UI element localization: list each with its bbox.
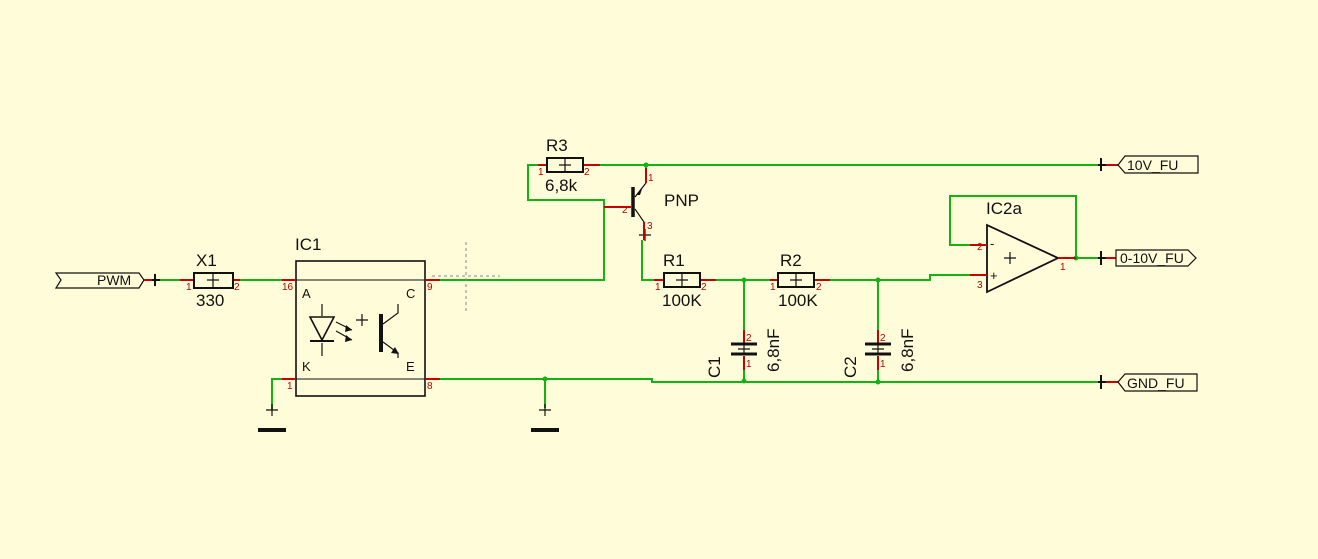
q1-pin3: 3 bbox=[647, 221, 653, 232]
opamp-ic2a[interactable]: IC2a 2 3 1 - + bbox=[970, 199, 1076, 294]
r3-pin2: 2 bbox=[584, 167, 590, 178]
q1-type: PNP bbox=[664, 191, 699, 210]
c2-pin2: 2 bbox=[880, 333, 886, 344]
r3-pin1: 1 bbox=[538, 167, 544, 178]
c2-value: 6,8nF bbox=[898, 329, 917, 372]
ic1-pin-k: 1 bbox=[287, 381, 293, 392]
x1-pin2: 2 bbox=[234, 282, 240, 293]
ic1-pin-a: 16 bbox=[282, 282, 294, 293]
port-gnd-fu[interactable]: GND_FU bbox=[1098, 373, 1198, 392]
c2-pin1: 1 bbox=[880, 359, 886, 370]
c2-ref: C2 bbox=[841, 356, 860, 378]
r1-value: 100K bbox=[662, 291, 702, 310]
q1-pin1: 1 bbox=[648, 173, 654, 184]
ic1-pin-c: 9 bbox=[427, 282, 433, 293]
ic2a-ref: IC2a bbox=[986, 199, 1022, 218]
pwm-label: PWM bbox=[97, 272, 131, 288]
r2-ref: R2 bbox=[780, 251, 802, 270]
pwm-input-port[interactable]: PWM bbox=[54, 272, 160, 289]
r3-value: 6,8k bbox=[545, 176, 578, 195]
x1-ref: X1 bbox=[196, 251, 217, 270]
resistor-r1[interactable]: R1 1 2 100K bbox=[654, 251, 716, 310]
capacitor-c2[interactable]: 2 1 C2 6,8nF bbox=[841, 329, 917, 378]
q1-pin2: 2 bbox=[622, 205, 628, 216]
ic1-ref: IC1 bbox=[295, 235, 321, 254]
resistor-x1[interactable]: X1 1 2 330 bbox=[180, 251, 240, 310]
ic2a-inv-sign: - bbox=[990, 236, 994, 251]
port-10v-fu-label: 10V_FU bbox=[1127, 157, 1178, 173]
ic2a-pin-noninv: 3 bbox=[977, 280, 983, 291]
resistor-r3[interactable]: R3 1 2 6,8k bbox=[538, 136, 600, 195]
ic2a-noninv-sign: + bbox=[990, 268, 998, 283]
ground-symbol-mid bbox=[531, 404, 559, 432]
x1-value: 330 bbox=[196, 291, 224, 310]
resistor-r2[interactable]: R2 1 2 100K bbox=[770, 251, 830, 310]
ic1-collector-label: C bbox=[406, 286, 415, 301]
ic1-anode-label: A bbox=[302, 286, 311, 301]
ic2a-pin-inv: 2 bbox=[977, 242, 983, 253]
ic2a-pin-out: 1 bbox=[1060, 262, 1066, 273]
port-0-10v-fu-label: 0-10V_FU bbox=[1120, 250, 1184, 266]
r2-value: 100K bbox=[778, 291, 818, 310]
r2-pin2: 2 bbox=[816, 282, 822, 293]
port-0-10v-fu[interactable]: 0-10V_FU bbox=[1098, 249, 1197, 267]
ic1-pin-e: 8 bbox=[427, 381, 433, 392]
port-10v-fu[interactable]: 10V_FU bbox=[1098, 155, 1199, 174]
optocoupler-ic1[interactable]: IC1 16 1 9 8 A K C E bbox=[282, 235, 440, 397]
c1-ref: C1 bbox=[705, 356, 724, 378]
r1-ref: R1 bbox=[663, 251, 685, 270]
ic1-cathode-label: K bbox=[302, 359, 311, 374]
r2-pin1: 1 bbox=[770, 282, 776, 293]
c1-pin2: 2 bbox=[746, 333, 752, 344]
led-icon bbox=[308, 304, 368, 356]
ic1-emitter-label: E bbox=[406, 359, 415, 374]
pnp-transistor[interactable]: 1 2 3 PNP bbox=[604, 168, 699, 241]
port-gnd-fu-label: GND_FU bbox=[1127, 375, 1185, 391]
ground-symbol-left bbox=[258, 404, 286, 432]
r1-pin2: 2 bbox=[701, 282, 707, 293]
wires bbox=[152, 164, 1098, 410]
phototransistor-icon bbox=[379, 304, 399, 358]
x1-pin1: 1 bbox=[186, 282, 192, 293]
capacitor-c1[interactable]: 2 1 C1 6,8nF bbox=[705, 329, 783, 378]
r3-ref: R3 bbox=[546, 136, 568, 155]
cursor-crosshair bbox=[432, 242, 500, 312]
c1-pin1: 1 bbox=[746, 359, 752, 370]
r1-pin1: 1 bbox=[655, 282, 661, 293]
c1-value: 6,8nF bbox=[764, 329, 783, 372]
